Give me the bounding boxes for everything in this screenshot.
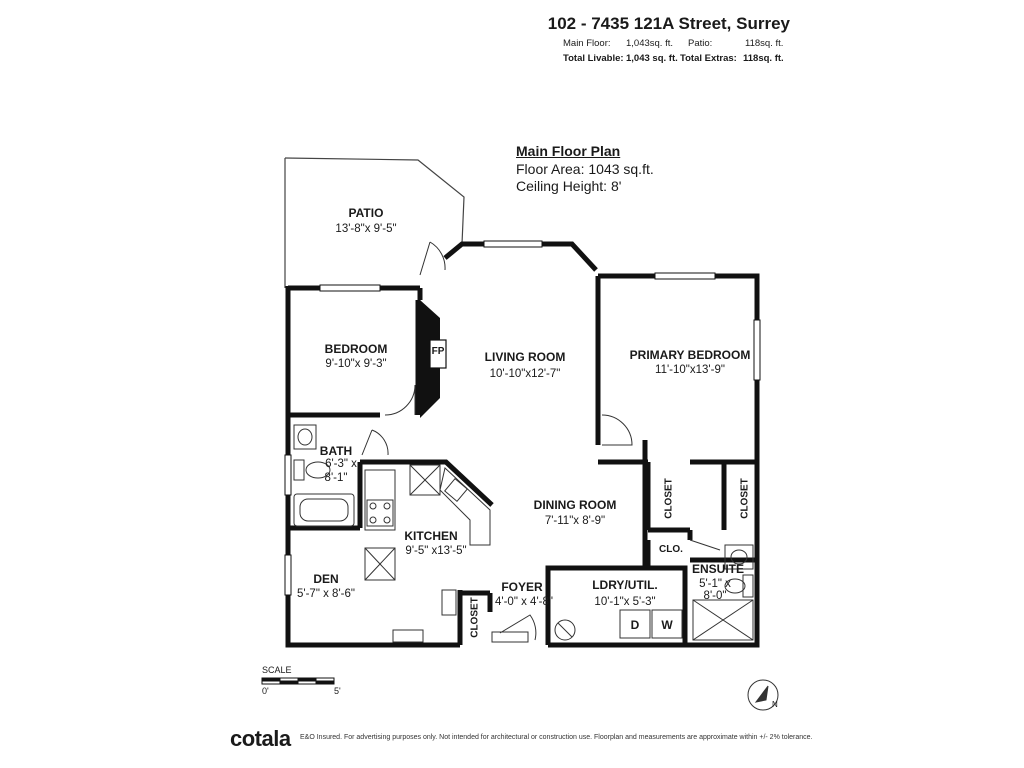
patio-name: PATIO — [348, 206, 384, 220]
ensuite-name: ENSUITE — [692, 562, 745, 576]
plan-title: Main Floor Plan — [516, 143, 621, 159]
bedroom-name: BEDROOM — [324, 342, 388, 356]
brand-logo: cotala — [230, 726, 291, 751]
floor-area: Floor Area: 1043 sq.ft. — [516, 161, 654, 177]
den-dims: 5'-7" x 8'-6" — [297, 588, 355, 600]
property-address: 102 - 7435 121A Street, Surrey — [547, 14, 790, 33]
laundry-name: LDRY/UTIL. — [592, 578, 658, 592]
den-name: DEN — [313, 572, 339, 586]
dining-room-name: DINING ROOM — [533, 498, 617, 512]
total-extras-label: Total Extras: — [680, 53, 737, 64]
closet-label-3: CLOSET — [469, 597, 481, 638]
total-livable-label: Total Livable: — [563, 53, 624, 64]
fireplace-label: FP — [431, 346, 445, 357]
closet-label-clo: CLO. — [659, 544, 683, 555]
patio-label: Patio: — [688, 38, 713, 49]
bath-name: BATH — [319, 444, 353, 458]
kitchen-name: KITCHEN — [404, 529, 458, 543]
scale-end: 5' — [334, 686, 341, 696]
patio-dims: 13'-8"x 9'-5" — [335, 223, 397, 235]
ensuite-dims-2: 8'-0" — [703, 590, 727, 602]
scale-start: 0' — [262, 686, 269, 696]
disclaimer: E&O Insured. For advertising purposes on… — [300, 734, 813, 741]
kitchen-dims: 9'-5" x13'-5" — [405, 545, 467, 557]
closet-label-1: CLOSET — [663, 478, 675, 519]
laundry-dims: 10'-1"x 5'-3" — [594, 596, 656, 608]
bath-dims-2: 8'-1" — [324, 472, 348, 484]
washer-label: W — [661, 618, 673, 632]
bedroom-dims: 9'-10"x 9'-3" — [325, 358, 387, 370]
dryer-label: D — [630, 618, 640, 632]
dining-room-dims: 7'-11"x 8'-9" — [544, 515, 606, 527]
primary-bedroom-name: PRIMARY BEDROOM — [629, 348, 751, 362]
living-room-name: LIVING ROOM — [484, 350, 566, 364]
total-livable-value: 1,043 sq. ft. — [626, 53, 678, 64]
foyer-name: FOYER — [501, 580, 543, 594]
scale-label: SCALE — [262, 665, 292, 675]
compass-letter: N — [772, 700, 778, 709]
main-floor-value: 1,043sq. ft. — [626, 38, 674, 49]
closet-label-2: CLOSET — [739, 478, 751, 519]
ceiling-height: Ceiling Height: 8' — [516, 178, 622, 194]
primary-bedroom-dims: 11'-10"x13'-9" — [655, 364, 725, 376]
foyer-dims: 4'-0" x 4'-8" — [495, 596, 553, 608]
living-room-dims: 10'-10"x12'-7" — [489, 368, 561, 380]
patio-value: 118sq. ft. — [745, 38, 784, 49]
bath-dims-1: 6'-3" x — [325, 458, 357, 470]
total-extras-value: 118sq. ft. — [743, 53, 784, 64]
main-floor-label: Main Floor: — [563, 38, 611, 49]
ensuite-dims-1: 5'-1" x — [699, 578, 731, 590]
